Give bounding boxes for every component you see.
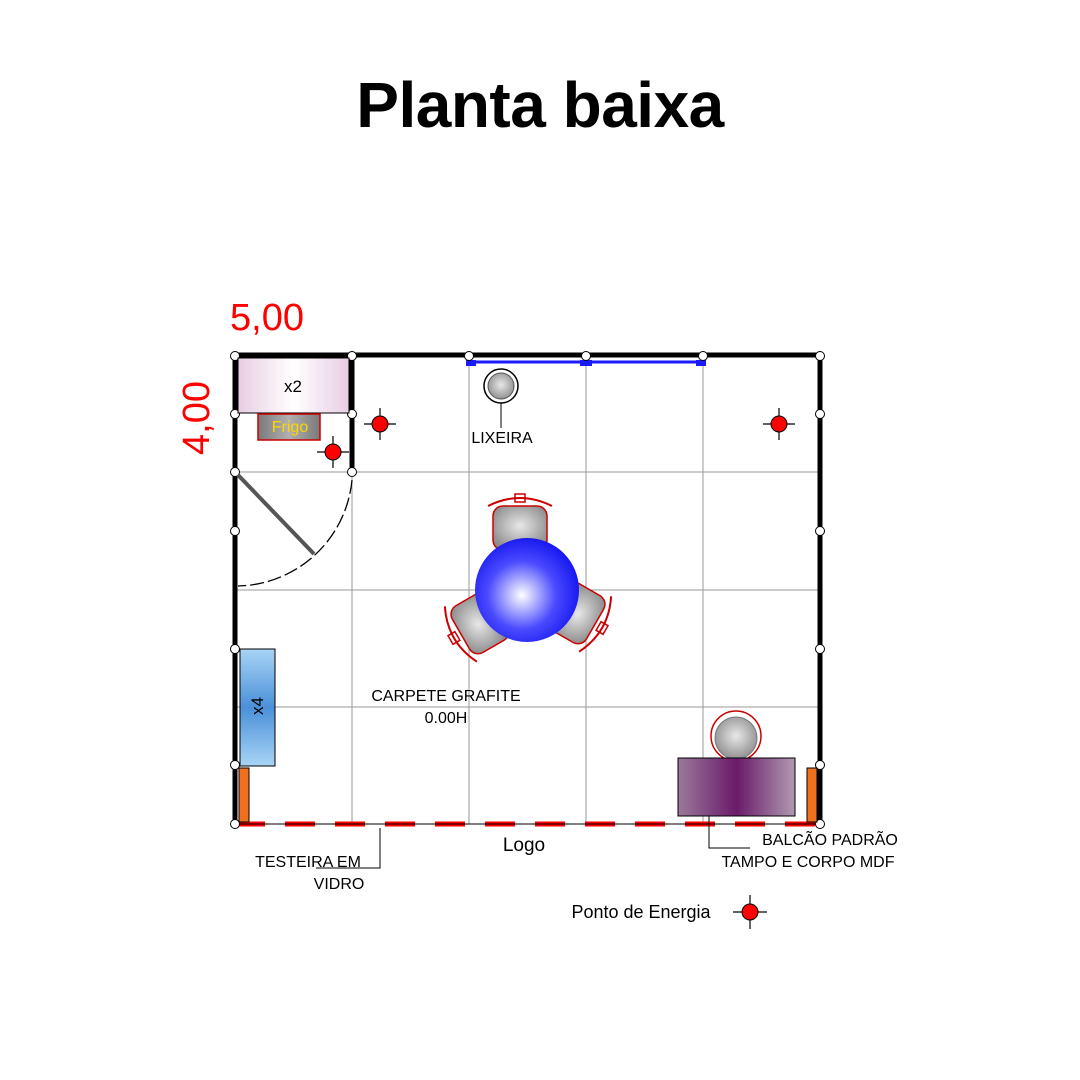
shelf: x4 xyxy=(239,648,276,767)
testeira-label-2: VIDRO xyxy=(314,876,365,893)
testeira-leader xyxy=(316,828,381,869)
legend-energy-label: Ponto de Energia xyxy=(571,902,711,922)
counter xyxy=(677,710,796,849)
table-with-chairs xyxy=(443,493,613,663)
window xyxy=(466,360,706,366)
frigo-label: Frigo xyxy=(272,419,309,436)
legend-energy-icon xyxy=(733,895,767,929)
energy-point-icon xyxy=(763,408,795,440)
cooler-count-label: x2 xyxy=(284,377,302,396)
energy-point-icon xyxy=(317,436,349,468)
trash-bin-icon xyxy=(483,368,519,428)
lixeira-label: LIXEIRA xyxy=(471,430,533,447)
side-panel-left xyxy=(238,767,250,823)
balcao-label-2: TAMPO E CORPO MDF xyxy=(721,854,894,871)
energy-point-icon xyxy=(364,408,396,440)
door xyxy=(236,473,353,587)
cooler: x2 xyxy=(237,357,350,414)
carpet-label: CARPETE GRAFITE xyxy=(371,688,520,705)
logo-label: Logo xyxy=(503,835,545,856)
page-title: Planta baixa xyxy=(356,69,724,141)
side-panel-right xyxy=(806,767,818,823)
walls xyxy=(232,352,823,824)
carpet-height-label: 0.00H xyxy=(425,710,468,727)
balcao-label: BALCÃO PADRÃO xyxy=(762,829,898,849)
stool-icon xyxy=(710,710,762,762)
wall-joints xyxy=(230,351,825,829)
frigo: Frigo xyxy=(257,413,321,441)
round-table xyxy=(475,538,579,642)
width-dimension: 5,00 xyxy=(230,297,304,339)
shelf-count-label: x4 xyxy=(248,697,267,715)
depth-dimension: 4,00 xyxy=(176,381,218,455)
testeira-label: TESTEIRA EM xyxy=(255,854,361,871)
